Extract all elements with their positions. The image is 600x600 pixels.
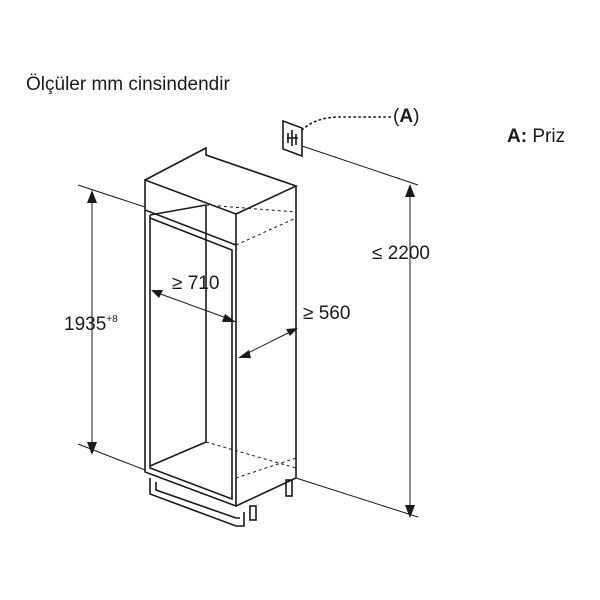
socket-callout-label: (A) [393, 107, 419, 126]
cabinet-plinth [149, 478, 293, 527]
legend: A: Priz [507, 127, 565, 146]
callout-close-paren: ) [413, 106, 420, 127]
dimension-niche-width [151, 290, 236, 322]
legend-key: A: [507, 126, 528, 147]
dimension-niche-depth [238, 328, 298, 358]
total-height-label: ≤ 2200 [372, 243, 430, 264]
niche-width-label: ≥ 710 [172, 273, 220, 294]
dimension-total-height [295, 145, 419, 518]
niche-height-value: 1935 [64, 314, 107, 335]
legend-value: Priz [532, 126, 566, 147]
niche-height-label: 1935+8 [64, 314, 118, 335]
dimension-niche-height [77, 184, 146, 471]
page-heading: Ölçüler mm cinsindendir [26, 74, 230, 95]
callout-open-paren: ( [393, 106, 400, 127]
cabinet-body [144, 146, 299, 507]
power-socket-icon [282, 119, 303, 158]
niche-depth-label: ≥ 560 [303, 303, 351, 324]
niche-height-tolerance: +8 [106, 314, 118, 325]
socket-leader-line [301, 116, 394, 131]
cabinet-front-frame [144, 178, 237, 508]
callout-letter: A [399, 106, 414, 127]
